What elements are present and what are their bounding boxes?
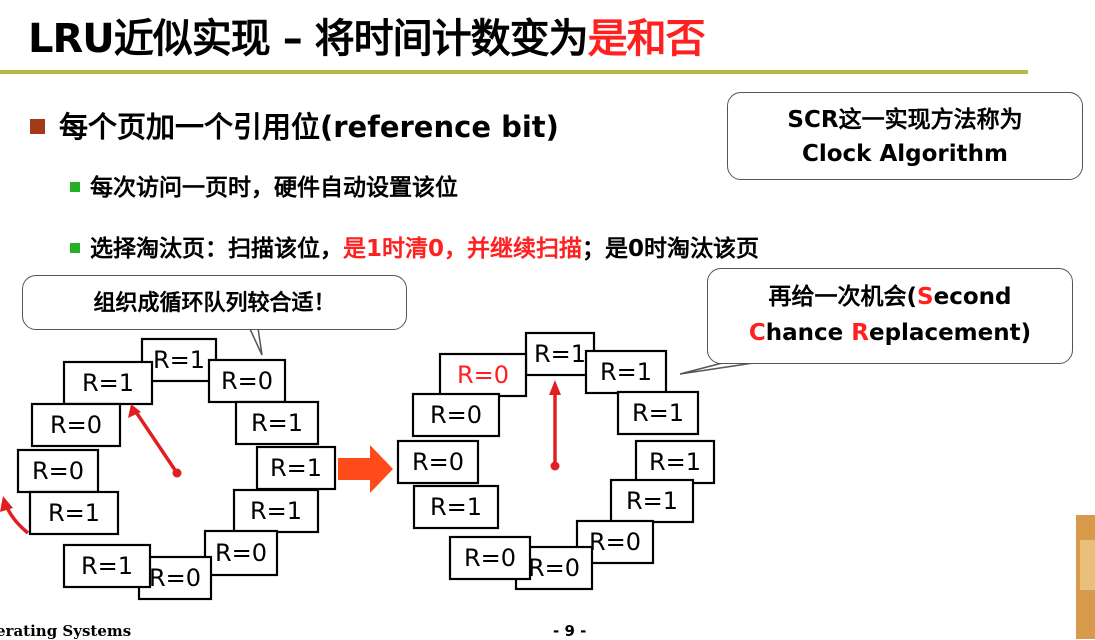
clock-center xyxy=(550,461,560,471)
left-clock-page-box: R=1 xyxy=(62,543,152,589)
callout-tail xyxy=(679,360,761,375)
reference-bit-label: R=1 xyxy=(534,340,586,368)
reference-bit-label: R=0 xyxy=(457,361,509,389)
left-clock-page-box: R=0 xyxy=(207,358,287,404)
page-frame xyxy=(62,543,152,589)
reference-bit-label: R=1 xyxy=(430,493,482,521)
reference-bit-label: R=1 xyxy=(270,454,322,482)
left-clock-page-box: R=1 xyxy=(255,445,337,491)
reference-bit-label: R=1 xyxy=(82,369,134,397)
page-frame xyxy=(616,390,700,436)
footer-course: erating Systems xyxy=(0,622,132,640)
reference-bit-label: R=1 xyxy=(600,358,652,386)
reference-bit-label: R=1 xyxy=(153,346,205,374)
page-frame xyxy=(62,360,154,406)
transition-arrow-icon xyxy=(338,445,393,493)
right-clock-page-box: R=1 xyxy=(412,484,500,530)
callout-second-chance: 再给一次机会(Second Chance Replacement) xyxy=(707,268,1073,364)
bullet-reference-bit: 每个页加一个引用位(reference bit) xyxy=(30,104,559,146)
reference-bit-label: R=0 xyxy=(464,544,516,572)
page-frame xyxy=(28,490,120,536)
callout-circular-queue: 组织成循环队列较合适！ xyxy=(22,275,407,330)
rotation-arrowhead xyxy=(0,496,13,512)
left-clock-page-box: R=1 xyxy=(28,490,120,536)
reference-bit-label: R=1 xyxy=(250,497,302,525)
clock-hand-arrowhead xyxy=(549,380,561,395)
reference-bit-label: R=0 xyxy=(50,411,102,439)
square-bullet-icon xyxy=(70,242,80,253)
reference-bit-label: R=0 xyxy=(528,554,580,582)
right-clock-page-box: R=1 xyxy=(584,349,668,395)
right-clock-page-box: R=1 xyxy=(634,439,716,485)
callout-clock-algorithm: SCR这一实现方法称为 Clock Algorithm xyxy=(727,92,1083,180)
reference-bit-label: R=1 xyxy=(81,552,133,580)
left-clock-page-box: R=1 xyxy=(232,488,320,534)
reference-bit-label: R=0 xyxy=(32,457,84,485)
title-divider xyxy=(0,70,1028,74)
right-clock-page-box: R=0 xyxy=(411,392,501,438)
reference-bit-label: R=1 xyxy=(632,399,684,427)
callout-tail xyxy=(249,327,263,356)
rotation-arrow xyxy=(4,504,30,535)
right-clock-page-box: R=0 xyxy=(396,439,480,485)
left-clock-page-box: R=1 xyxy=(62,360,154,406)
page-frame xyxy=(207,358,287,404)
right-clock-page-box: R=0 xyxy=(448,535,532,581)
left-clock-page-box: R=1 xyxy=(234,400,320,446)
sub-bullet-hardware-set: 每次访问一页时，硬件自动设置该位 xyxy=(70,168,458,202)
right-clock-page-box: R=1 xyxy=(609,478,695,524)
left-clock-page-box: R=1 xyxy=(140,337,218,383)
page-frame xyxy=(140,337,218,383)
left-clock-page-box: R=0 xyxy=(30,402,122,448)
reference-bit-label: R=1 xyxy=(48,499,100,527)
sub-bullet-select-victim: 选择淘汰页：扫描该位，是1时清0，并继续扫描；是0时淘汰该页 xyxy=(70,229,759,263)
clock-hand-arrowhead xyxy=(128,404,141,418)
page-frame xyxy=(30,402,122,448)
reference-bit-label: R=0 xyxy=(215,539,267,567)
page-frame xyxy=(448,535,532,581)
page-frame xyxy=(412,484,500,530)
clock-hand xyxy=(134,411,179,474)
square-bullet-icon xyxy=(30,118,45,134)
page-frame xyxy=(203,529,279,577)
left-clock-page-box: R=0 xyxy=(16,448,100,494)
page-frame xyxy=(609,478,695,524)
left-clock-page-box: R=0 xyxy=(203,529,279,577)
page-title: LRU近似实现 – 将时间计数变为是和否 xyxy=(28,16,706,62)
page-frame xyxy=(396,439,480,485)
page-frame xyxy=(255,445,337,491)
reference-bit-label: R=0 xyxy=(412,448,464,476)
page-frame xyxy=(411,392,501,438)
reference-bit-label: R=0 xyxy=(430,401,482,429)
page-frame xyxy=(234,400,320,446)
reference-bit-label: R=1 xyxy=(649,448,701,476)
reference-bit-label: R=0 xyxy=(589,528,641,556)
right-clock-page-box: R=1 xyxy=(524,331,596,377)
title-highlight: 是和否 xyxy=(587,16,706,62)
right-clock-page-box: R=0 xyxy=(575,519,655,565)
reference-bit-label: R=1 xyxy=(251,409,303,437)
right-clock-page-box: R=1 xyxy=(616,390,700,436)
clock-center xyxy=(172,468,182,478)
square-bullet-icon xyxy=(70,181,80,192)
footer-page-number: - 9 - xyxy=(553,622,587,640)
reference-bit-label: R=0 xyxy=(221,367,273,395)
reference-bit-label: R=1 xyxy=(626,487,678,515)
reference-bit-label: R=0 xyxy=(149,564,201,592)
right-clock-page-box: R=0 xyxy=(438,352,528,398)
